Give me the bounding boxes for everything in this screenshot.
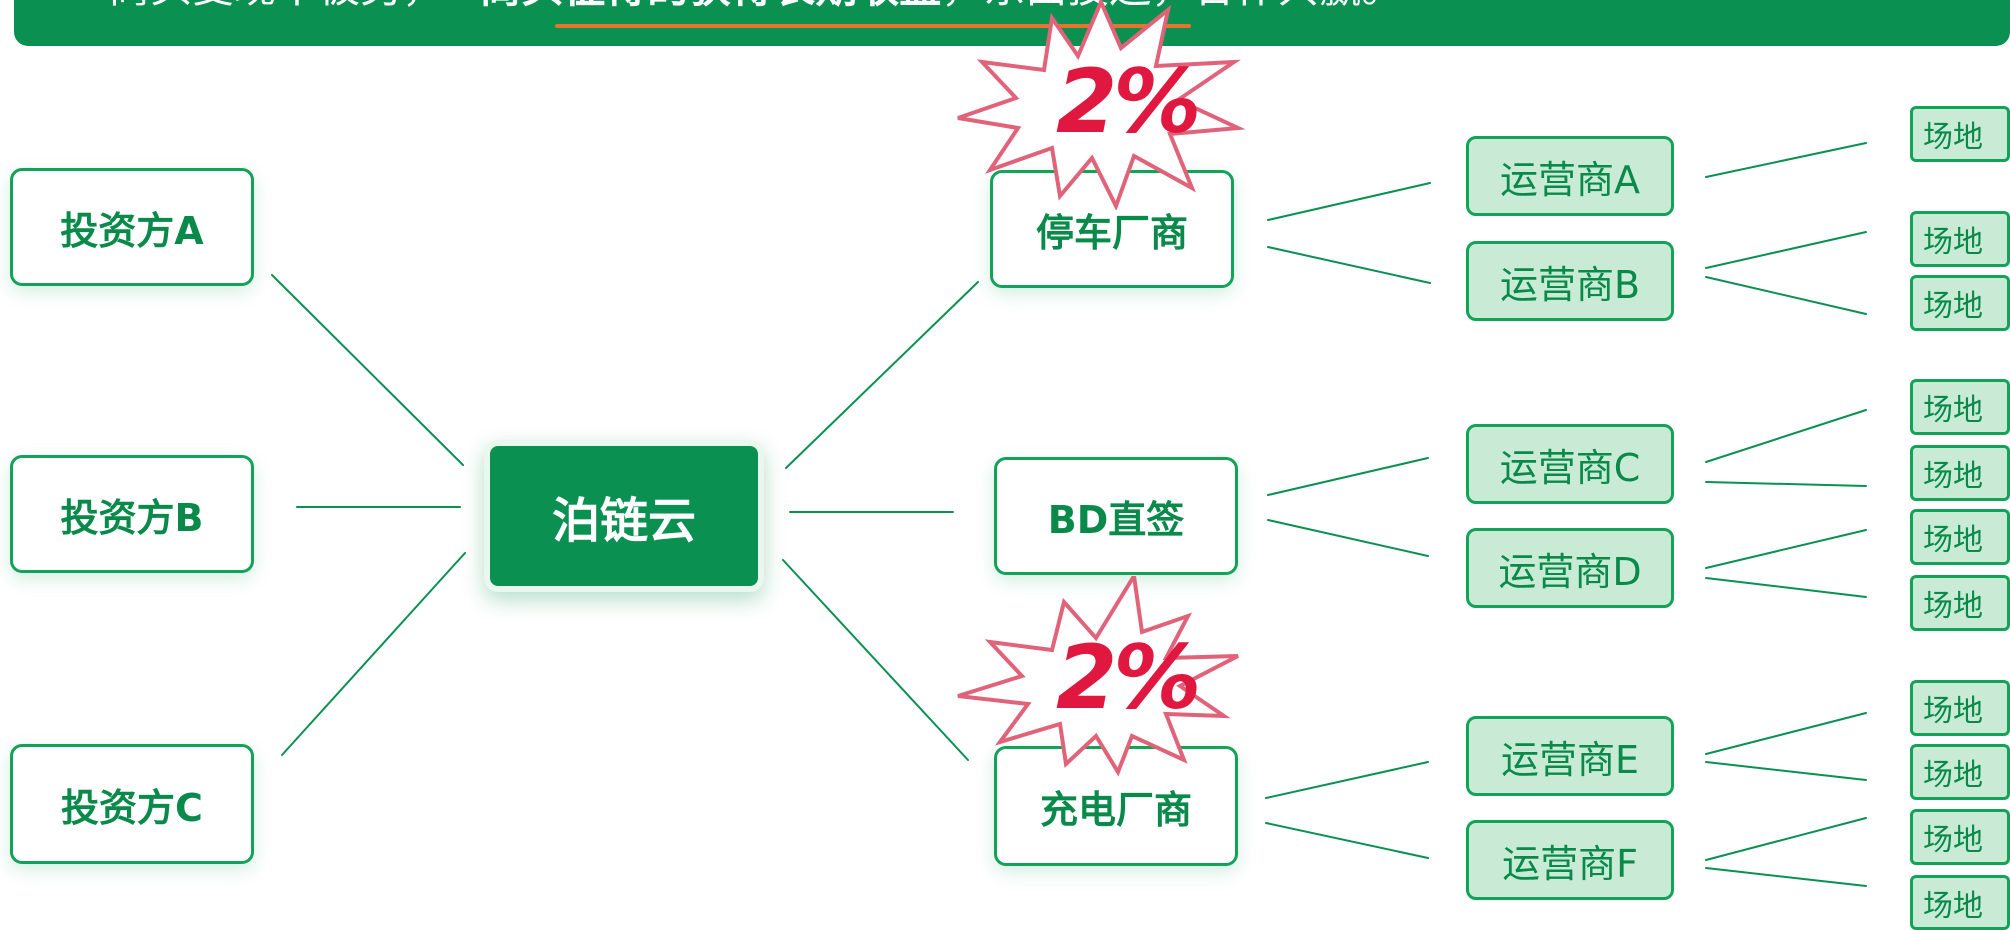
connector-site-11 [1705, 867, 1867, 887]
investor-a-label: 投资方A [60, 208, 204, 253]
connector-site-9 [1705, 761, 1867, 781]
site-7: 场地 [1910, 575, 2010, 631]
site-6: 场地 [1910, 509, 2010, 565]
operator-c-label: 运营商C [1499, 445, 1641, 490]
commission-burst-charging: 2% [956, 576, 1246, 786]
connector-site-8 [1705, 712, 1867, 755]
site-8-label: 场地 [1923, 694, 1983, 729]
investor-b-label: 投资方B [60, 495, 204, 540]
operator-f-box: 运营商F [1466, 820, 1674, 900]
commission-badge-charging: 2% [1056, 626, 1201, 729]
site-6-label: 场地 [1923, 523, 1983, 558]
connector-op-e [1265, 761, 1429, 799]
connector-site-1 [1705, 142, 1867, 178]
connector-site-4 [1705, 409, 1867, 463]
operator-e-label: 运营商E [1500, 737, 1639, 782]
site-11: 场地 [1910, 875, 2010, 930]
site-10-label: 场地 [1923, 823, 1983, 858]
banner-text-highlight: ✔商头征得的获得长期收益 [444, 0, 941, 12]
connector-channel-parking [785, 281, 979, 469]
hub-box: 泊链云 [484, 440, 764, 592]
site-10: 场地 [1910, 809, 2010, 865]
channel-parking-label: 停车厂商 [1035, 210, 1188, 255]
site-5: 场地 [1910, 445, 2010, 501]
banner-text: 商头变现不被另，✔商头征得的获得长期收益，东西投还，合作共赢。 [108, 0, 1403, 18]
starburst-icon [957, 576, 1239, 777]
investor-b-box: 投资方B [10, 455, 254, 573]
site-11-label: 场地 [1923, 888, 1983, 924]
connector-site-5 [1705, 481, 1867, 487]
site-7-label: 场地 [1923, 589, 1983, 624]
connector-op-f [1265, 822, 1429, 859]
connector-site-3 [1705, 276, 1867, 315]
connector-investor-a [271, 274, 464, 466]
operator-d-box: 运营商D [1466, 528, 1674, 608]
banner-text-before: 商头变现不被另， [108, 0, 444, 12]
site-8: 场地 [1910, 680, 2010, 736]
operator-c-box: 运营商C [1466, 424, 1674, 504]
site-1-label: 场地 [1923, 120, 1983, 155]
site-9-label: 场地 [1923, 758, 1983, 793]
channel-charging-label: 充电厂商 [1039, 787, 1192, 832]
site-4-label: 场地 [1923, 393, 1983, 428]
connector-op-c [1267, 457, 1429, 496]
site-2-label: 场地 [1923, 225, 1983, 260]
connector-investor-c [281, 552, 466, 756]
operator-b-box: 运营商B [1466, 241, 1674, 321]
channel-bd-label: BD直签 [1047, 497, 1185, 542]
operator-a-label: 运营商A [1500, 157, 1640, 202]
site-3: 场地 [1910, 275, 2010, 331]
operator-d-label: 运营商D [1498, 549, 1642, 594]
banner-underline [555, 24, 1191, 28]
operator-e-box: 运营商E [1466, 716, 1674, 796]
investor-c-box: 投资方C [10, 744, 254, 864]
investor-a-box: 投资方A [10, 168, 254, 286]
site-4: 场地 [1910, 379, 2010, 435]
operator-a-box: 运营商A [1466, 136, 1674, 216]
site-5-label: 场地 [1923, 459, 1983, 494]
site-3-label: 场地 [1923, 289, 1983, 324]
top-banner [14, 0, 2010, 46]
connector-op-b [1267, 246, 1431, 284]
commission-burst-parking: 2% [956, 0, 1246, 210]
commission-badge-parking: 2% [1056, 50, 1201, 153]
connector-site-7 [1705, 577, 1867, 598]
banner-text-after: ，东西投还，合作共赢。 [941, 0, 1403, 12]
site-9: 场地 [1910, 744, 2010, 800]
investor-c-label: 投资方C [61, 785, 203, 830]
site-1: 场地 [1910, 106, 2010, 162]
connector-site-2 [1705, 231, 1867, 269]
site-2: 场地 [1910, 211, 2010, 267]
connector-site-6 [1705, 529, 1867, 569]
starburst-icon [957, 0, 1246, 210]
connector-op-d [1267, 519, 1429, 557]
connector-site-10 [1705, 817, 1867, 861]
hub-label: 泊链云 [551, 493, 696, 549]
operator-f-label: 运营商F [1502, 841, 1638, 886]
channel-bd-box: BD直签 [994, 457, 1238, 575]
connector-channel-charging [782, 559, 969, 761]
connector-op-a [1267, 182, 1431, 221]
operator-b-label: 运营商B [1499, 262, 1641, 307]
